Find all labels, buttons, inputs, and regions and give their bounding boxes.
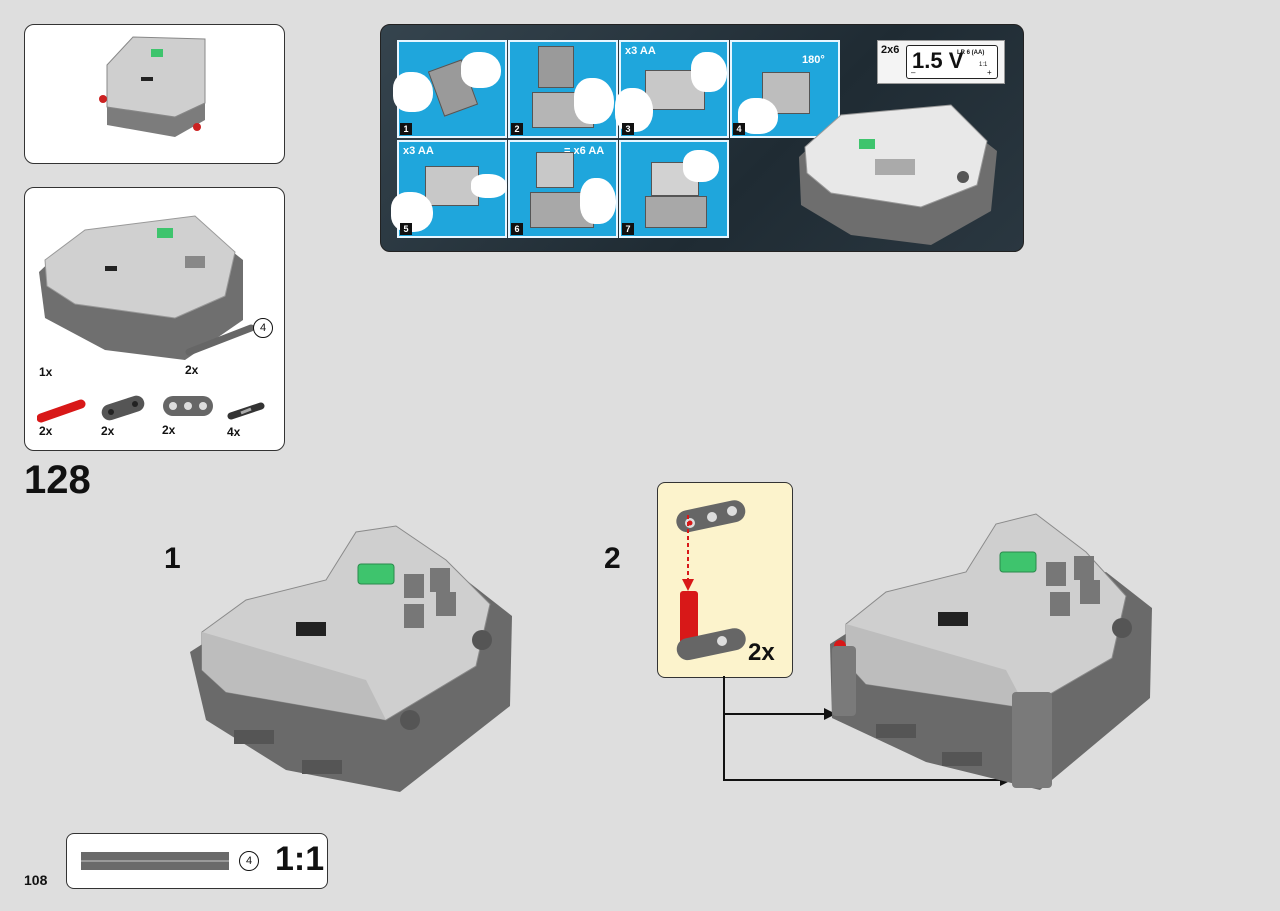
hub-preview-image xyxy=(99,36,206,137)
battery-ratio: 1:1 xyxy=(979,62,988,68)
battery-hub-image xyxy=(799,104,997,245)
preview-panel xyxy=(24,24,285,164)
battery-install-panel: 1 2 x3 AA 3 180° 4 x3 AA 5 = x6 AA 6 7 xyxy=(380,24,1024,252)
parts-list-panel: 4 1x 2x 2x 2x 2x 4x xyxy=(24,187,285,451)
beam-part-image xyxy=(163,396,213,416)
battery-spec-label: 2x6 1.5 V LR 6 (AA) 1:1 – + xyxy=(877,40,1005,84)
battery-step-2: 2 xyxy=(508,40,618,138)
hub-count: 1x xyxy=(39,365,53,379)
battery-step-5: x3 AA 5 xyxy=(391,140,507,238)
callout-arrow xyxy=(682,515,694,591)
parts-callout: 2x xyxy=(657,482,793,678)
connector-part-image xyxy=(101,395,145,421)
substep-1-label: 1 xyxy=(164,542,181,575)
substep-2-label: 2 xyxy=(604,542,621,575)
battery-minus: – xyxy=(911,68,916,77)
red-pin-part-image xyxy=(37,399,86,423)
battery-step-7: 7 xyxy=(619,140,729,238)
scale-axle-length: 4 xyxy=(239,851,259,871)
battery-step-4: 180° 4 xyxy=(730,40,840,138)
callout-multiplier: 2x xyxy=(748,639,775,666)
battery-type: LR 6 (AA) xyxy=(957,50,985,56)
battery-multiplier: 2x6 xyxy=(881,44,900,56)
scale-ratio: 1:1 xyxy=(275,840,325,878)
battery-outline: 1.5 V LR 6 (AA) 1:1 – + xyxy=(906,45,998,79)
battery-step-1: 1 xyxy=(393,40,507,138)
battery-voltage: 1.5 V xyxy=(912,48,964,73)
red-pin-count: 2x xyxy=(39,424,53,438)
battery-step-6: = x6 AA 6 xyxy=(508,140,618,238)
axle-length-marker: 4 xyxy=(253,318,273,338)
battery-plus: + xyxy=(987,68,992,77)
beam-count: 2x xyxy=(162,423,176,437)
page-number: 108 xyxy=(24,872,48,888)
joint-part-image xyxy=(227,402,265,420)
hub-part-image xyxy=(39,215,243,360)
scale-reference-box: 4 1:1 xyxy=(66,833,328,889)
step-number: 128 xyxy=(24,458,91,502)
hub-step1-image xyxy=(190,525,512,792)
callout-pin-connector-image xyxy=(676,591,746,661)
axle-count: 2x xyxy=(185,363,199,377)
axle-part-image xyxy=(185,324,255,356)
hub-step2-image xyxy=(830,513,1152,790)
battery-step-3: x3 AA 3 xyxy=(615,40,729,138)
joint-count: 4x xyxy=(227,425,241,439)
connector-count: 2x xyxy=(101,424,115,438)
axle-scale-image xyxy=(81,852,229,870)
